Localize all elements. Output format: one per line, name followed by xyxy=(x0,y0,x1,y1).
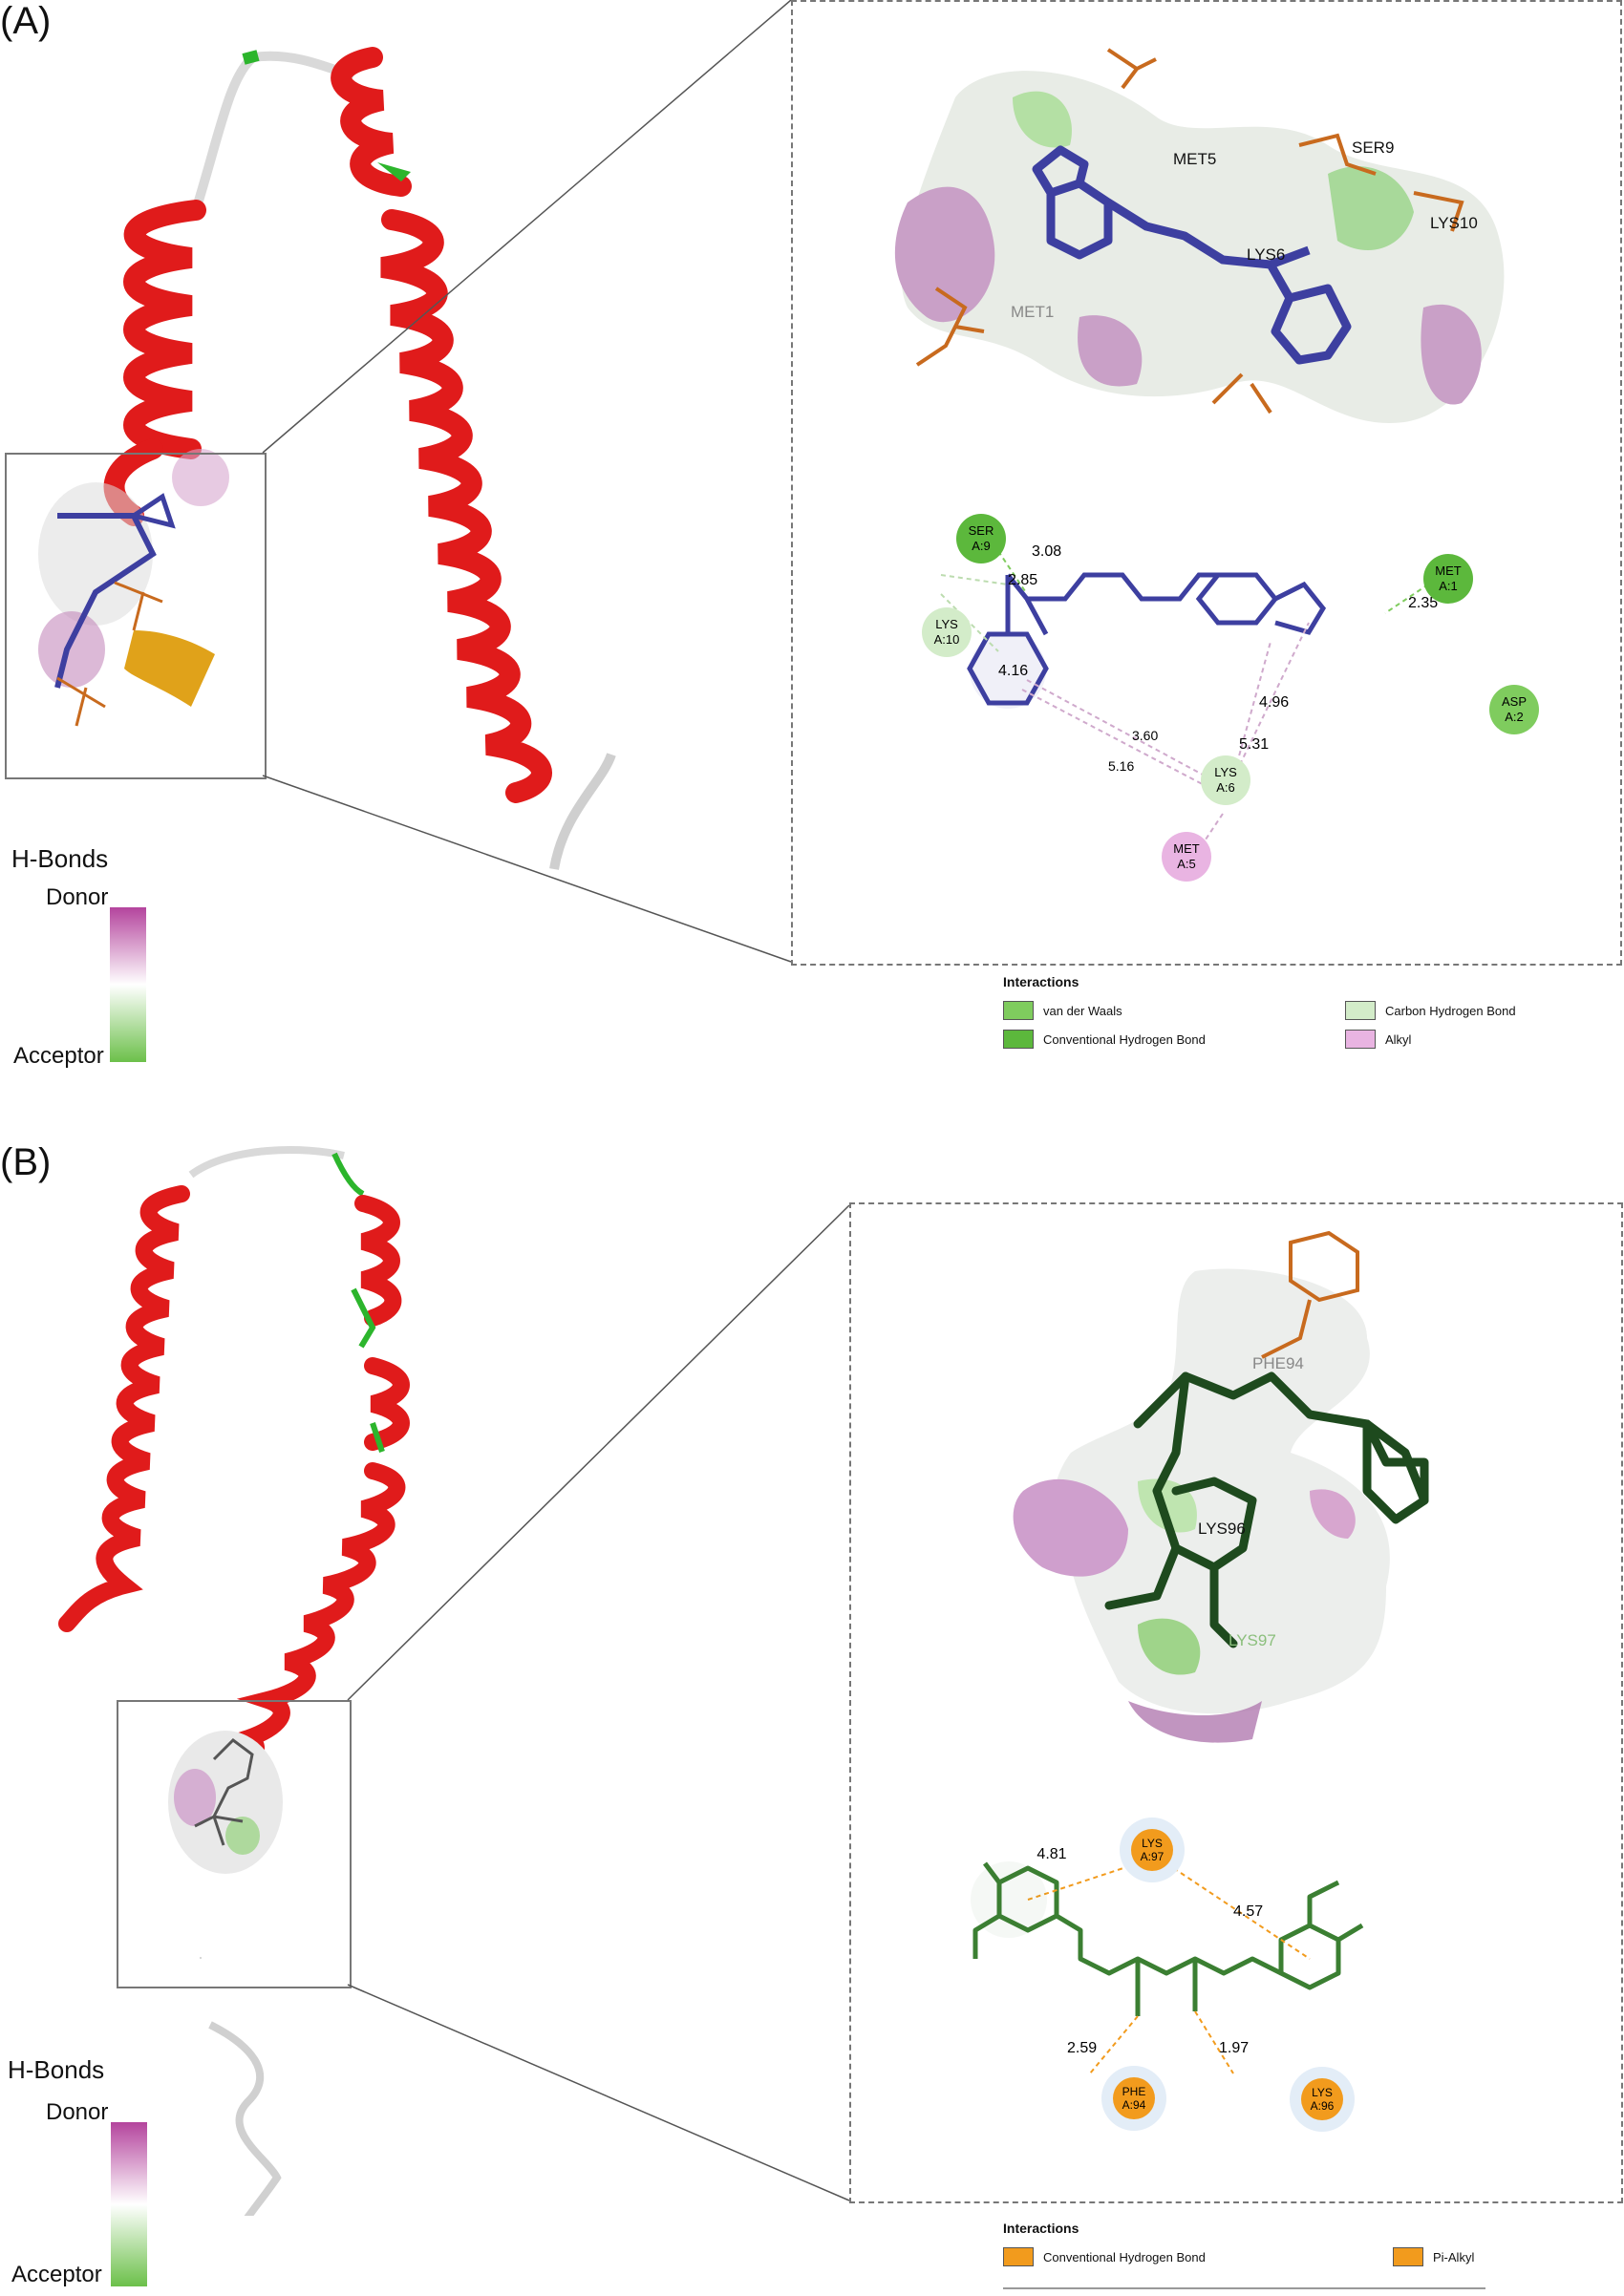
svg-text:MET: MET xyxy=(1435,563,1462,578)
panel-b-dist-4: 1.97 xyxy=(1219,2040,1249,2056)
panel-a-3d-label-lys6: LYS6 xyxy=(1247,245,1285,264)
residue-node-phe94: PHE A:94 xyxy=(1101,2066,1166,2131)
svg-text:PHE: PHE xyxy=(1122,2085,1146,2098)
panel-a-acceptor-label: Acceptor xyxy=(13,1043,104,1069)
swatch-b-conventional-hbond xyxy=(1003,2247,1034,2266)
panel-a-3d-label-met5: MET5 xyxy=(1173,150,1216,168)
panel-b-hbond-gradient xyxy=(111,2122,147,2286)
panel-b-dist-3: 2.59 xyxy=(1067,2040,1097,2056)
svg-text:A:97: A:97 xyxy=(1141,1850,1165,1863)
panel-b-interactions-legend: Interactions Conventional Hydrogen Bond … xyxy=(1003,2221,1485,2289)
svg-text:A:5: A:5 xyxy=(1177,857,1196,871)
legend-vdw: van der Waals xyxy=(1003,1001,1122,1020)
panel-a-3d-label-ser9: SER9 xyxy=(1352,138,1394,157)
residue-node-ser9: SER A:9 xyxy=(956,514,1006,563)
panel-a-dist-5: 3.60 xyxy=(1132,728,1158,743)
panel-b-3d-surface: PHE94 LYS96 LYS97 xyxy=(1013,1230,1429,1743)
svg-text:ASP: ASP xyxy=(1502,694,1527,709)
panel-a-hbond-gradient xyxy=(110,907,146,1062)
panel-b-protein-ribbon xyxy=(58,1146,410,1959)
residue-node-met5: MET A:5 xyxy=(1162,832,1211,882)
panel-b-dist-2: 4.57 xyxy=(1233,1903,1263,1920)
panel-b-2d-diagram: 4.81 4.57 2.59 1.97 LYS A:97 PHE A:94 LY… xyxy=(971,1818,1364,2132)
svg-text:LYS: LYS xyxy=(1142,1837,1163,1850)
panel-b-interactions-title: Interactions xyxy=(1003,2221,1079,2236)
panel-a-dist-3: 2.35 xyxy=(1408,595,1438,611)
panel-b-hbonds-title: H-Bonds xyxy=(8,2055,105,2084)
panel-a-label: (A) xyxy=(0,0,52,42)
svg-text:MET: MET xyxy=(1173,841,1200,856)
residue-node-lys6: LYS A:6 xyxy=(1201,755,1250,805)
swatch-b-pi-alkyl xyxy=(1393,2247,1423,2266)
panel-a-3d-surface: MET5 SER9 LYS10 LYS6 MET1 xyxy=(894,48,1505,423)
panel-a-dist-4: 4.16 xyxy=(998,663,1028,679)
svg-text:A:6: A:6 xyxy=(1216,780,1235,795)
residue-node-asp2: ASP A:2 xyxy=(1489,685,1539,734)
residue-node-lys96: LYS A:96 xyxy=(1290,2067,1355,2132)
swatch-conventional-hbond xyxy=(1003,1030,1034,1049)
panel-b-dist-1: 4.81 xyxy=(1036,1846,1066,1862)
panel-a-3d-label-met1: MET1 xyxy=(1011,303,1054,321)
panel-a-interactions-legend: Interactions van der Waals Conventional … xyxy=(1003,974,1538,1051)
panel-b-3d-label-lys97: LYS97 xyxy=(1229,1631,1276,1649)
legend-conventional-hbond: Conventional Hydrogen Bond xyxy=(1003,1030,1206,1049)
panel-a-dist-6: 5.16 xyxy=(1108,758,1134,774)
panel-b-acceptor-label: Acceptor xyxy=(11,2262,102,2287)
residue-node-met1: MET A:1 xyxy=(1423,554,1473,604)
panel-a-dist-1: 3.08 xyxy=(1032,543,1061,560)
panel-b-zoom-lines xyxy=(208,1204,850,2216)
svg-text:A:2: A:2 xyxy=(1505,710,1524,724)
swatch-vdw xyxy=(1003,1001,1034,1020)
swatch-carbon-hbond xyxy=(1345,1001,1376,1020)
panel-a-dist-7: 5.31 xyxy=(1239,736,1269,753)
panel-a-inset-frame xyxy=(5,453,267,779)
svg-text:A:10: A:10 xyxy=(934,632,960,647)
panel-a-donor-label: Donor xyxy=(46,884,109,910)
svg-text:SER: SER xyxy=(969,523,994,538)
panel-a-interactions-title: Interactions xyxy=(1003,974,1079,989)
panel-a-protein-ribbon xyxy=(38,47,616,870)
panel-a-zoom-lines xyxy=(262,0,792,963)
svg-text:A:1: A:1 xyxy=(1439,579,1458,593)
svg-text:A:96: A:96 xyxy=(1311,2099,1335,2113)
legend-alkyl: Alkyl xyxy=(1345,1030,1411,1049)
legend-b-conventional-hbond: Conventional Hydrogen Bond xyxy=(1003,2247,1206,2266)
residue-node-lys97: LYS A:97 xyxy=(1120,1818,1185,1882)
swatch-alkyl xyxy=(1345,1030,1376,1049)
panel-a-3d-label-lys10: LYS10 xyxy=(1430,214,1478,232)
panel-b-label: (B) xyxy=(0,1141,52,1183)
panel-b-inset-frame xyxy=(117,1700,352,1988)
panel-a-dist-2: 2.85 xyxy=(1008,572,1037,588)
legend-b-pi-alkyl: Pi-Alkyl xyxy=(1393,2247,1474,2266)
legend-carbon-hbond: Carbon Hydrogen Bond xyxy=(1345,1001,1516,1020)
panel-a-2d-diagram: 3.08 2.85 2.35 4.16 3.60 5.16 5.31 4.96 … xyxy=(922,514,1539,882)
panel-a-zoom-box: MET5 SER9 LYS10 LYS6 MET1 3.08 xyxy=(791,0,1622,966)
svg-text:LYS: LYS xyxy=(1312,2086,1333,2099)
panel-a-dist-8: 4.96 xyxy=(1259,694,1289,711)
panel-b-donor-label: Donor xyxy=(46,2099,109,2125)
residue-node-lys10: LYS A:10 xyxy=(922,607,972,657)
svg-text:LYS: LYS xyxy=(1214,765,1237,779)
panel-b-zoom-box: PHE94 LYS96 LYS97 4.81 4.57 2.59 1.97 LY… xyxy=(849,1202,1623,2203)
panel-b-3d-label-phe94: PHE94 xyxy=(1252,1354,1304,1372)
panel-a-hbonds-title: H-Bonds xyxy=(11,844,109,873)
panel-b-3d-label-lys96: LYS96 xyxy=(1198,1520,1246,1538)
svg-text:LYS: LYS xyxy=(935,617,958,631)
panel-b-inset-surface xyxy=(168,1731,283,1874)
svg-text:A:94: A:94 xyxy=(1122,2098,1146,2112)
svg-text:A:9: A:9 xyxy=(972,539,991,553)
